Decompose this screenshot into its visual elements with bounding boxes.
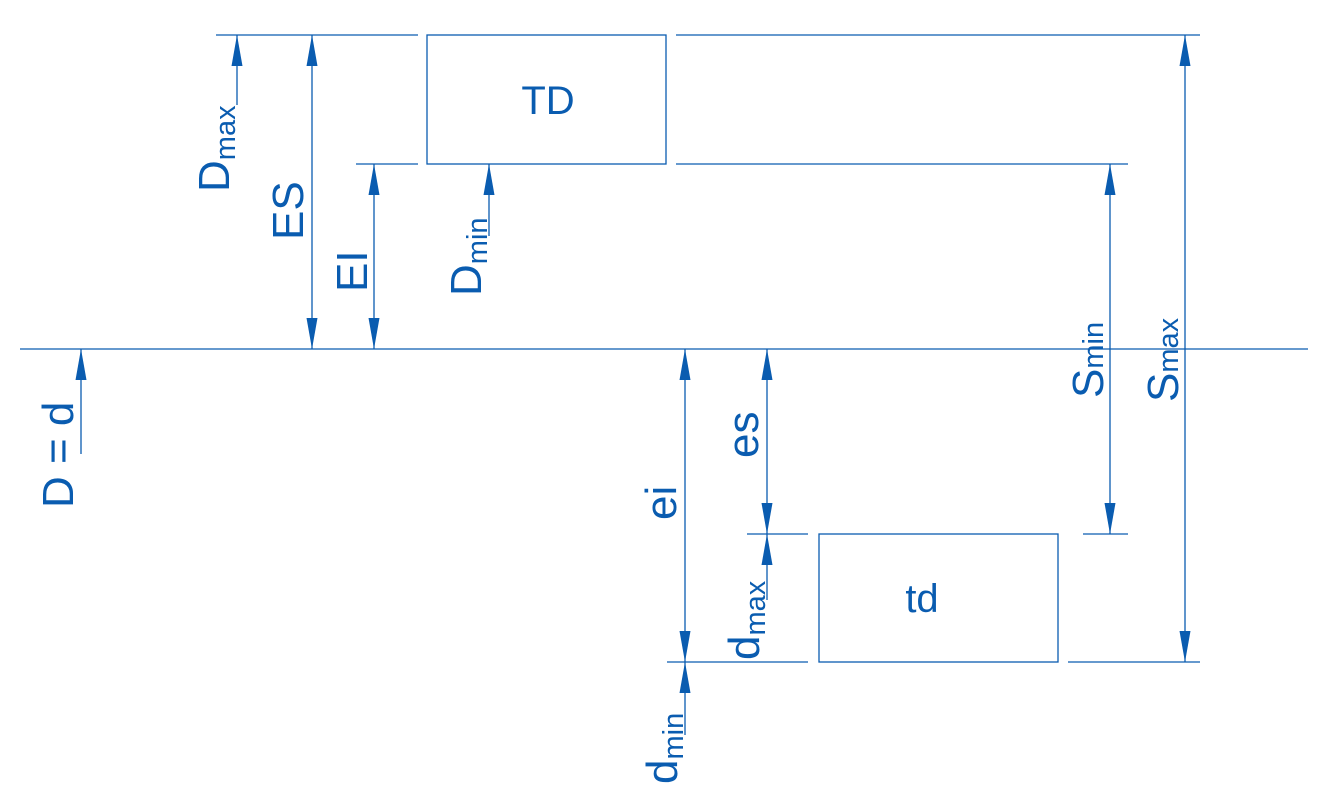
nominal-arrow — [75, 349, 87, 380]
hole-tolerance-label: TD — [521, 79, 574, 123]
es-shaft-arrow-top — [761, 349, 773, 380]
smax-label: Smax — [1139, 317, 1188, 402]
dmax-hole-arrow — [231, 35, 243, 66]
shaft-tolerance-label: td — [905, 577, 938, 621]
ei-hole-arrow-bottom — [368, 318, 380, 349]
es-shaft-label: es — [719, 412, 768, 458]
ei-hole-label: EI — [328, 250, 377, 292]
es-shaft-arrow-bottom — [761, 503, 773, 534]
ei-hole-arrow-top — [368, 164, 380, 195]
smin-arrow-bottom — [1104, 503, 1116, 534]
ei-shaft-arrow-bottom — [679, 631, 691, 662]
es-hole-label: ES — [264, 181, 313, 240]
smin-label: Smin — [1064, 322, 1113, 398]
dmin-hole-arrow — [483, 164, 495, 195]
hole-tolerance-zone — [426, 34, 667, 165]
ei-shaft-arrow-top — [679, 349, 691, 380]
nominal-label: D = d — [34, 402, 83, 508]
es-hole-arrow-top — [306, 35, 318, 66]
shaft-tolerance-zone — [818, 533, 1059, 663]
smax-arrow-bottom — [1179, 631, 1191, 662]
dmax-shaft-arrow — [761, 534, 773, 565]
dmin-shaft-arrow — [679, 662, 691, 693]
dmin-hole-label: Dmin — [442, 217, 494, 296]
es-hole-arrow-bottom — [306, 318, 318, 349]
dmax-hole-label: Dmax — [190, 105, 242, 192]
ei-shaft-label: ei — [637, 486, 686, 520]
smin-arrow-top — [1104, 164, 1116, 195]
dmin-shaft-label: dmin — [638, 713, 690, 784]
smax-arrow-top — [1179, 35, 1191, 66]
dmax-shaft-label: dmax — [720, 580, 772, 660]
